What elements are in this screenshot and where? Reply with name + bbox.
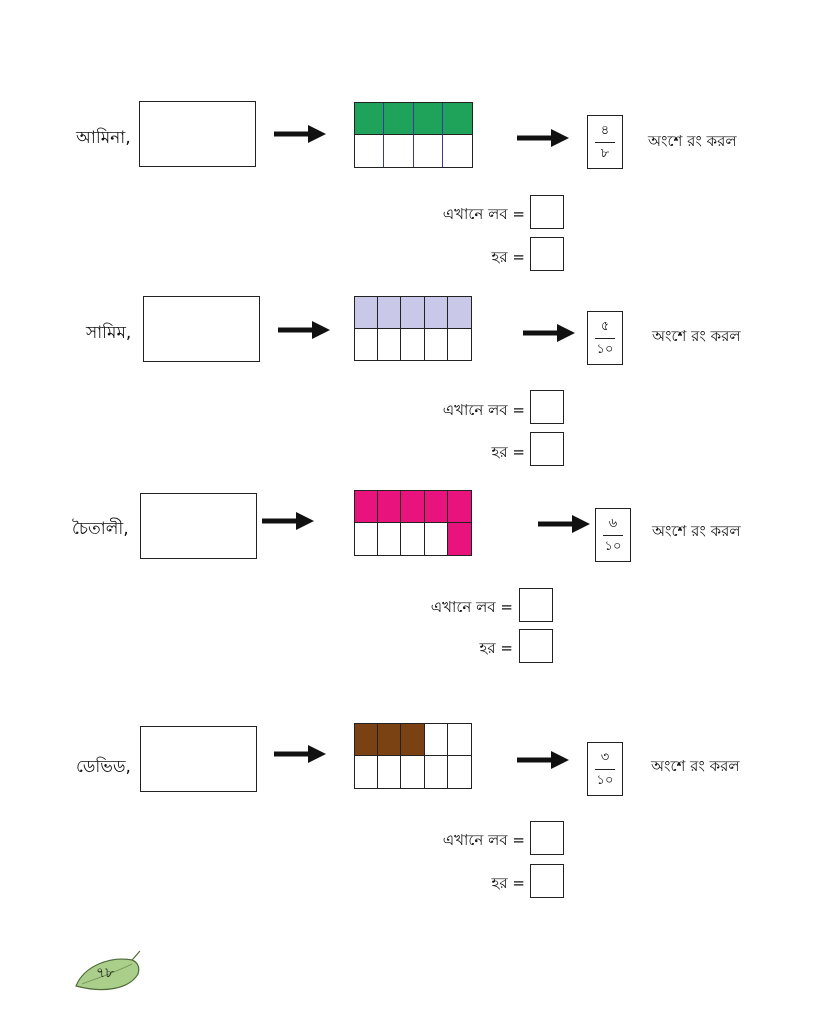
grid-cell [413,135,443,167]
row-3-result-arrow-icon [538,515,590,533]
grid-cell [355,135,385,167]
row-3-blank-rectangle[interactable] [140,493,257,559]
row-3-action-text: অংশে রং করল [652,522,741,540]
grid-cell [424,756,448,788]
row-1-arrow-icon [274,125,326,143]
grid-cell-shaded [424,297,448,329]
grid-cell [401,328,425,360]
row-4-action-text: অংশে রং করল [651,757,740,775]
row-4-fraction-grid [354,723,472,789]
grid-cell [447,328,471,360]
row-1-fraction-box: ৪ ৮ [587,115,623,169]
row-3-numerator-label: এখানে লব = [430,598,513,616]
page-number: ৭৮ [96,965,115,981]
row-1-numerator-answer-box[interactable] [530,195,564,229]
grid-cell [378,523,402,555]
row-2-name: সামিম, [86,323,132,343]
row-2-fraction-numerator: ৫ [600,318,610,334]
grid-cell [355,328,379,360]
row-2-fraction-bar [595,337,615,339]
grid-cell-shaded [378,724,402,756]
grid-cell [447,756,471,788]
grid-cell-shaded [401,297,425,329]
row-2-numerator-answer-box[interactable] [530,390,564,424]
row-4-result-arrow-icon [517,751,569,769]
grid-cell [442,135,472,167]
grid-cell [447,724,471,756]
row-4-denominator-answer-box[interactable] [530,864,564,898]
grid-cell [378,328,402,360]
row-2-fraction-denominator: ১০ [596,341,614,357]
grid-cell [378,756,402,788]
grid-cell [424,328,448,360]
grid-cell [424,523,448,555]
row-2-arrow-icon [278,321,330,339]
row-3-fraction-numerator: ৬ [608,515,618,531]
row-2-denominator-answer-box[interactable] [530,432,564,466]
row-3-numerator-answer-box[interactable] [519,588,553,622]
row-2-fraction-box: ৫ ১০ [587,311,623,365]
row-1-fraction-grid [354,102,473,168]
row-1-denominator-label: হর = [491,248,525,266]
grid-cell-shaded [378,297,402,329]
grid-cell-shaded [447,491,471,523]
grid-cell [401,523,425,555]
row-3-denominator-answer-box[interactable] [519,629,553,663]
grid-cell-shaded [355,103,385,135]
grid-cell-shaded [442,103,472,135]
row-2-result-arrow-icon [523,324,575,342]
grid-cell-shaded [401,724,425,756]
row-3-fraction-denominator: ১০ [604,538,622,554]
row-2-action-text: অংশে রং করল [652,327,741,345]
row-1-result-arrow-icon [517,129,569,147]
grid-cell-shaded [355,491,379,523]
row-3-fraction-grid [354,490,472,556]
row-4-name: ডেভিড, [76,757,131,777]
row-1-fraction-numerator: ৪ [600,122,610,138]
row-1-denominator-answer-box[interactable] [530,237,564,271]
grid-cell-shaded [424,491,448,523]
row-3-fraction-box: ৬ ১০ [595,508,631,562]
row-1-fraction-denominator: ৮ [600,145,610,161]
grid-cell [355,756,379,788]
leaf-icon [75,950,141,991]
row-1-fraction-bar [595,141,615,143]
row-4-blank-rectangle[interactable] [140,726,257,792]
row-4-denominator-label: হর = [491,874,525,892]
grid-cell-shaded [401,491,425,523]
row-1-blank-rectangle[interactable] [139,101,256,167]
row-1-name: আমিনা, [76,128,131,148]
row-2-blank-rectangle[interactable] [143,296,260,362]
grid-cell-shaded [384,103,414,135]
grid-cell [424,724,448,756]
grid-cell [401,756,425,788]
grid-cell-shaded [447,297,471,329]
row-2-numerator-label: এখানে লব = [442,401,525,419]
grid-cell-shaded [378,491,402,523]
row-2-fraction-grid [354,296,472,361]
row-4-fraction-denominator: ১০ [596,772,614,788]
row-3-denominator-label: হর = [479,639,513,657]
row-4-arrow-icon [274,745,326,763]
grid-cell [384,135,414,167]
row-1-numerator-label: এখানে লব = [442,205,525,223]
grid-cell-shaded [355,724,379,756]
row-4-numerator-label: এখানে লব = [442,831,525,849]
row-4-numerator-answer-box[interactable] [530,821,564,855]
grid-cell-shaded [355,297,379,329]
page-number-badge: ৭৮ [74,950,146,996]
row-1-action-text: অংশে রং করল [648,132,737,150]
row-4-fraction-numerator: ৩ [600,749,610,765]
row-4-fraction-bar [595,768,615,770]
row-2-denominator-label: হর = [491,443,525,461]
grid-cell-shaded [413,103,443,135]
row-3-name: চৈতালী, [72,519,129,539]
grid-cell [355,523,379,555]
grid-cell-shaded [447,523,471,555]
row-3-fraction-bar [603,534,623,536]
row-4-fraction-box: ৩ ১০ [587,742,623,796]
row-3-arrow-icon [262,512,314,530]
